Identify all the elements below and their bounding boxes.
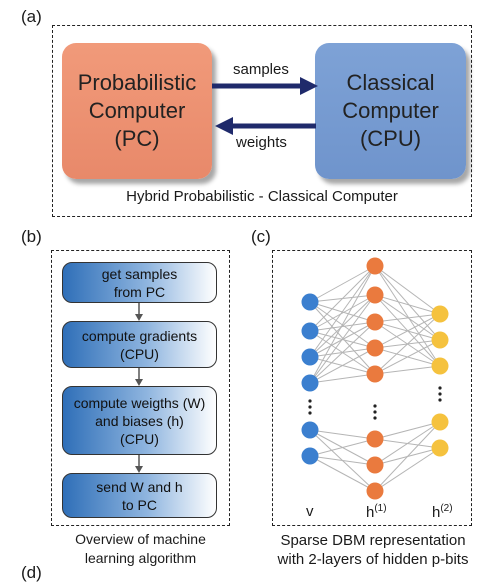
flow-step-text: compute gradients (CPU) — [81, 327, 198, 362]
dbm-edge — [374, 421, 441, 466]
classical-computer-box: Classical Computer (CPU) — [315, 43, 466, 179]
panel-a-arrows — [212, 77, 318, 135]
probabilistic-computer-box: Probabilistic Computer (PC) — [62, 43, 212, 179]
ellipsis-dot — [438, 392, 442, 396]
flow-arrow-3 — [135, 455, 143, 473]
ellipsis-dot — [373, 416, 377, 420]
ellipsis-dot — [308, 405, 312, 409]
dbm-edge — [309, 294, 376, 332]
panel-b-label: (b) — [21, 227, 42, 246]
flow-step-text: send W and h to PC — [96, 478, 183, 513]
flow-arrow-1 — [135, 303, 143, 321]
hidden-layer-1-node — [366, 456, 384, 474]
hidden-layer-1-node — [366, 257, 384, 275]
flow-step-compute-weights: compute weigths (W) and biases (h) (CPU) — [62, 386, 217, 455]
samples-arrow — [212, 77, 318, 95]
panel-a-label: (a) — [21, 7, 42, 26]
dbm-edge — [309, 373, 376, 384]
dbm-edge — [309, 455, 376, 466]
dbm-edge — [309, 294, 376, 384]
dbm-edge — [309, 265, 376, 358]
hidden-layer-1-node — [366, 339, 384, 357]
layer-label-v: v — [306, 503, 314, 520]
hidden-layer-1-node — [366, 313, 384, 331]
hidden-layer-2-node — [431, 305, 449, 323]
dbm-edge — [374, 421, 441, 440]
panel-b-frame — [51, 250, 230, 526]
flow-arrow-2 — [135, 368, 143, 386]
hybrid-caption: Hybrid Probabilistic - Classical Compute… — [126, 188, 398, 205]
visible-pbit-node — [301, 421, 319, 439]
weights-arrow — [215, 117, 316, 135]
layer-label-h2: h(2) — [432, 503, 453, 521]
visible-pbit-node — [301, 348, 319, 366]
dbm-edge — [374, 313, 441, 349]
hidden-layer-2-node — [431, 439, 449, 457]
layer-h2-letter: h — [432, 504, 441, 521]
layer-h2-superscript: (2) — [440, 503, 453, 514]
dbm-edge — [374, 265, 441, 341]
layer-h1-superscript: (1) — [374, 503, 387, 514]
visible-pbit-node — [301, 293, 319, 311]
dbm-edge — [309, 301, 376, 375]
ellipsis-dot — [308, 399, 312, 403]
panel-a-frame — [52, 25, 472, 217]
hidden-layer-2-node — [431, 357, 449, 375]
dbm-edge — [374, 313, 441, 323]
hidden-layer-1-node — [366, 482, 384, 500]
flow-step-text: get samples from PC — [101, 265, 178, 300]
dbm-edge — [374, 421, 441, 492]
dbm-edge — [309, 429, 376, 440]
ellipsis-dot — [308, 411, 312, 415]
dbm-edge — [374, 265, 441, 367]
dbm-edge — [309, 265, 376, 332]
ellipsis-dot — [438, 398, 442, 402]
ellipsis-dot — [438, 386, 442, 390]
pc-box-text: Probabilistic Computer (PC) — [77, 70, 197, 151]
hidden-layer-1-node — [366, 286, 384, 304]
layer-h1-letter: h — [366, 504, 375, 521]
dbm-edge — [309, 438, 376, 457]
cpu-box-text: Classical Computer (CPU) — [342, 70, 439, 151]
hidden-layer-1-node — [366, 365, 384, 383]
panel-b-caption: Overview of machine learning algorithm — [75, 531, 206, 566]
dbm-edge — [374, 313, 441, 375]
visible-pbit-node — [301, 447, 319, 465]
dbm-edge — [309, 294, 376, 358]
hidden-layer-2-node — [431, 331, 449, 349]
dbm-edge — [309, 455, 376, 492]
flow-step-compute-gradients: compute gradients (CPU) — [62, 321, 217, 368]
hidden-layer-1-node — [366, 430, 384, 448]
panel-c-caption: Sparse DBM representation with 2-layers … — [277, 532, 469, 568]
visible-pbit-node — [301, 374, 319, 392]
dbm-edge — [374, 447, 441, 492]
dbm-edge — [374, 365, 441, 375]
samples-label: samples — [233, 61, 289, 78]
dbm-edge — [309, 321, 376, 384]
flow-step-get-samples: get samples from PC — [62, 262, 217, 303]
dbm-edge — [374, 294, 441, 315]
ellipsis-dot — [373, 404, 377, 408]
hidden-layer-2-node — [431, 413, 449, 431]
dbm-edge — [309, 265, 376, 384]
dbm-edge — [374, 265, 441, 315]
panel-c-label: (c) — [251, 227, 271, 246]
dbm-edge — [309, 347, 376, 384]
flow-step-text: compute weigths (W) and biases (h) (CPU) — [73, 394, 206, 447]
weights-label: weights — [236, 134, 287, 151]
visible-pbit-node — [301, 322, 319, 340]
panel-c-frame — [272, 250, 472, 526]
ellipsis-dot — [373, 410, 377, 414]
dbm-edge — [309, 265, 376, 303]
dbm-edge — [374, 339, 441, 375]
layer-label-h1: h(1) — [366, 503, 387, 521]
flow-step-send-to-pc: send W and h to PC — [62, 473, 217, 518]
panel-d-label: (d) — [21, 563, 42, 582]
